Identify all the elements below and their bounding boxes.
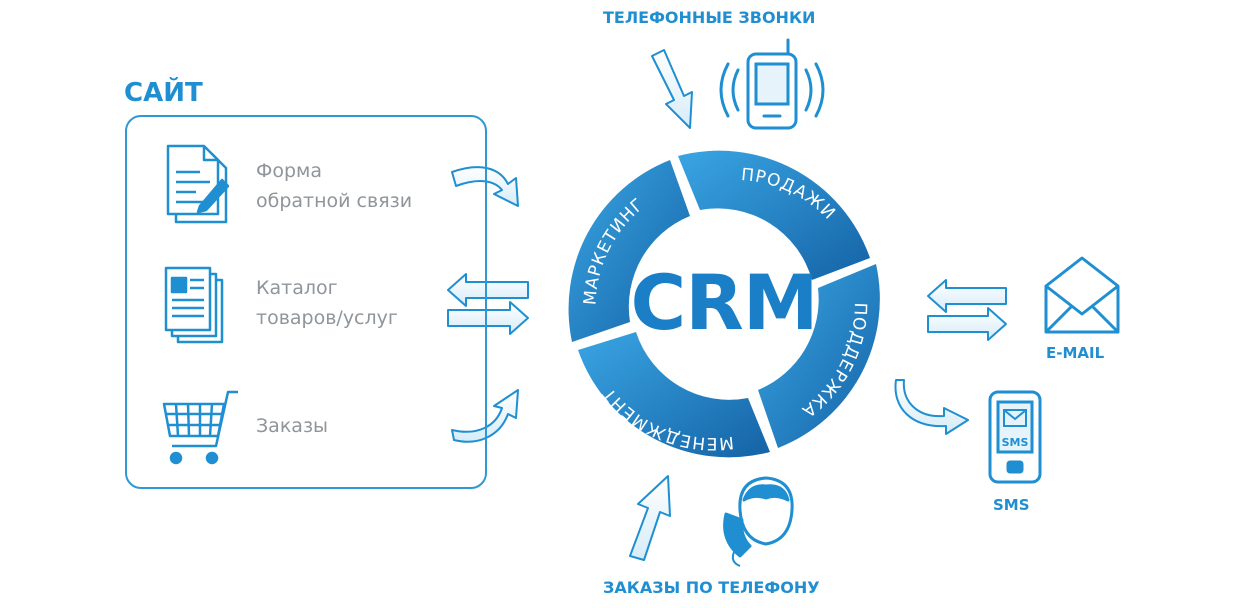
segment-label-management: МЕНЕДЖМЕНТ [599, 383, 734, 453]
segment-support [758, 264, 880, 448]
site-item-orders: Заказы [256, 411, 328, 441]
crm-center-label: CRM [630, 258, 819, 347]
envelope-icon [1044, 256, 1120, 334]
segment-label-sales: ПРОДАЖИ [740, 165, 838, 224]
arrow-form-to-crm [451, 166, 519, 207]
arrow-orders-to-crm [451, 389, 519, 443]
sms-phone-icon [988, 390, 1042, 484]
site-item-form-line2: обратной связи [256, 190, 413, 212]
segment-sales [678, 150, 870, 280]
heading-sms: SMS [993, 496, 1030, 514]
segment-marketing [568, 160, 690, 342]
site-item-catalog-line2: товаров/услуг [256, 307, 398, 329]
heading-site: САЙТ [124, 78, 203, 108]
site-item-orders-line1: Заказы [256, 415, 329, 437]
form-document-icon [166, 144, 230, 224]
catalog-icon [164, 266, 224, 344]
site-item-catalog-line1: Каталог [256, 277, 338, 299]
site-item-form: Форма обратной связи [256, 156, 412, 216]
arrow-email-exchange [927, 279, 1007, 341]
site-item-form-line1: Форма [256, 160, 323, 182]
mobile-phone-icon [719, 38, 825, 130]
heading-phone-calls: ТЕЛЕФОННЫЕ ЗВОНКИ [603, 8, 816, 27]
svg-text:ПРОДАЖИ: ПРОДАЖИ [740, 165, 839, 224]
crm-ring [568, 150, 880, 458]
call-operator-icon [723, 476, 794, 567]
heading-email: E-MAIL [1046, 344, 1105, 362]
site-item-catalog: Каталог товаров/услуг [256, 273, 398, 333]
svg-text:МЕНЕДЖМЕНТ: МЕНЕДЖМЕНТ [599, 383, 735, 453]
segment-management [578, 332, 770, 458]
arrow-crm-to-sms [894, 379, 969, 435]
sms-badge-label: SMS [1002, 436, 1029, 449]
shopping-cart-icon [162, 390, 238, 465]
heading-phone-orders: ЗАКАЗЫ ПО ТЕЛЕФОНУ [603, 578, 820, 597]
arrow-calls-to-crm [651, 49, 693, 129]
arrow-phone-orders-to-crm [629, 475, 671, 561]
arrow-catalog-exchange [447, 273, 529, 335]
site-panel [125, 115, 487, 489]
